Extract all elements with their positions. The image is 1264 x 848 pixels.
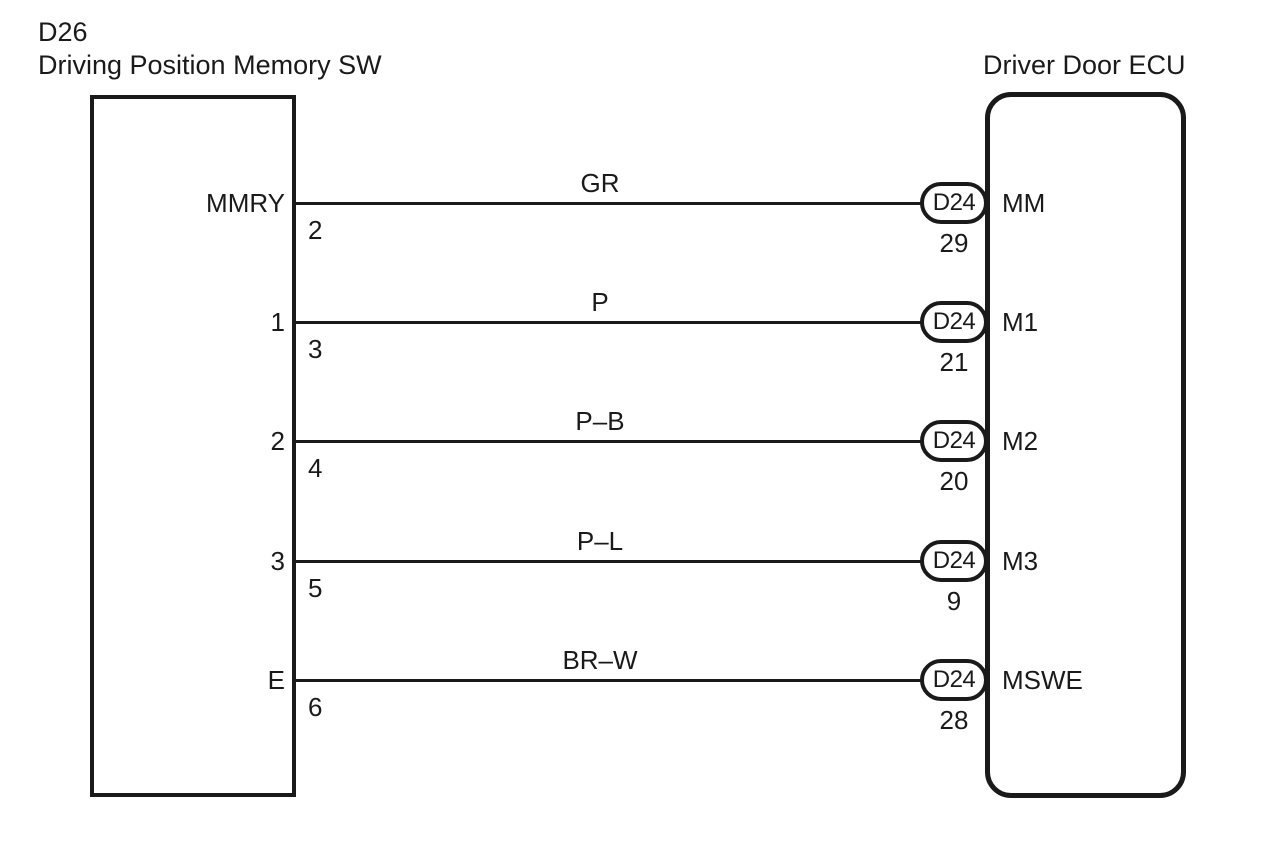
ecu-pin-label: MM <box>1002 188 1046 218</box>
ecu-pin-number: 28 <box>939 705 969 735</box>
ecu-pin-label: M3 <box>1002 546 1039 576</box>
ecu-pin-label: M2 <box>1002 426 1039 456</box>
right-component-title: Driver Door ECU <box>983 50 1186 80</box>
wire-color-label: BR–W <box>562 645 638 675</box>
ecu-pin-number: 29 <box>939 228 969 258</box>
switch-pin-number: 5 <box>308 573 323 603</box>
switch-pin-number: 3 <box>308 334 323 364</box>
switch-pin-label: E <box>267 665 285 695</box>
left-component-code: D26 <box>38 17 88 47</box>
wire-line <box>293 679 924 682</box>
connector-code: D24 <box>932 666 976 693</box>
wire-color-label: GR <box>580 168 620 198</box>
switch-pin-label: 1 <box>270 307 285 337</box>
ecu-pin-label: MSWE <box>1002 665 1083 695</box>
connector-code: D24 <box>932 308 976 335</box>
wire-color-label: P <box>591 287 609 317</box>
switch-pin-number: 2 <box>308 215 323 245</box>
ecu-pin-number: 20 <box>939 466 969 496</box>
left-component-title: D26 Driving Position Memory SW <box>38 16 382 82</box>
ecu-pin-number: 21 <box>939 347 969 377</box>
switch-pin-number: 4 <box>308 453 323 483</box>
connector-code: D24 <box>932 189 976 216</box>
switch-pin-number: 6 <box>308 692 323 722</box>
wire-line <box>293 202 924 205</box>
ecu-pin-number: 9 <box>946 586 962 616</box>
switch-pin-label: 2 <box>270 426 285 456</box>
wire-color-label: P–L <box>576 526 624 556</box>
connector-oval: D24 <box>920 182 988 224</box>
switch-component-box <box>90 95 296 797</box>
wire-line <box>293 321 924 324</box>
connector-oval: D24 <box>920 540 988 582</box>
connector-code: D24 <box>932 547 976 574</box>
left-component-name: Driving Position Memory SW <box>38 50 382 80</box>
wire-line <box>293 560 924 563</box>
wire-color-label: P–B <box>575 406 625 436</box>
connector-oval: D24 <box>920 420 988 462</box>
connector-oval: D24 <box>920 659 988 701</box>
switch-pin-label: 3 <box>270 546 285 576</box>
connector-code: D24 <box>932 427 976 454</box>
switch-pin-label: MMRY <box>206 188 285 218</box>
wire-line <box>293 440 924 443</box>
connector-oval: D24 <box>920 301 988 343</box>
ecu-pin-label: M1 <box>1002 307 1039 337</box>
